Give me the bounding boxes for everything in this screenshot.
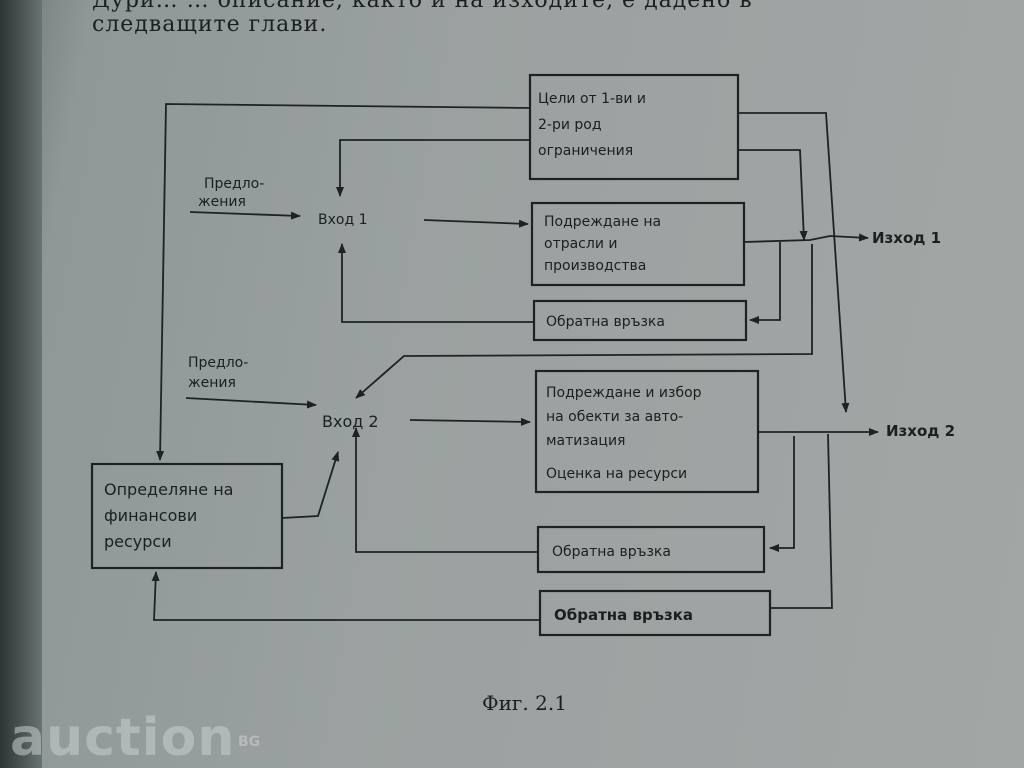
feedback-2-label: Обратна връзка xyxy=(552,544,671,560)
goals-box xyxy=(528,73,740,181)
feedback-1-label: Обратна връзка xyxy=(546,314,665,330)
proposals-1-line-2: жения xyxy=(198,194,246,210)
body-text-line-1: Дури… … описание, както и на изходите, е… xyxy=(92,0,753,13)
arrow-proposals-2 xyxy=(185,397,317,409)
financial-line-2: финансови xyxy=(104,506,197,525)
input-2-label: Вход 2 xyxy=(322,412,379,431)
resource-assessment-label: Оценка на ресурси xyxy=(546,466,687,482)
arrow-proposals-1 xyxy=(189,211,301,220)
goals-line-3: ограничения xyxy=(538,143,633,159)
financial-resources-box xyxy=(90,462,284,570)
feedback-box-3 xyxy=(538,589,772,637)
arrow-input1-to-ordering xyxy=(423,219,529,228)
body-text-line-2: следващите глави. xyxy=(92,12,328,37)
input-1-label: Вход 1 xyxy=(318,212,368,228)
ordering-branches-box xyxy=(530,201,746,287)
line-to-feedback3 xyxy=(770,433,833,609)
goals-line-1: Цели от 1-ви и xyxy=(538,91,646,107)
arrow-goals-to-input1 xyxy=(336,139,530,197)
selection-line-2: на обекти за авто- xyxy=(546,409,683,425)
output-2-label: Изход 2 xyxy=(886,422,955,440)
goals-line-2: 2-ри род xyxy=(538,117,602,133)
ordering-line-3: производства xyxy=(544,258,646,274)
financial-line-1: Определяне на xyxy=(104,480,233,499)
feedback-box-2 xyxy=(536,525,766,574)
proposals-2-line-1: Предло- xyxy=(188,355,248,371)
book-gutter xyxy=(0,0,42,768)
arrow-goals-to-financial xyxy=(156,103,531,461)
selection-line-3: матизация xyxy=(546,433,625,449)
arrow-feedback3-to-financial xyxy=(151,571,540,621)
proposals-1-line-1: Предло- xyxy=(204,176,264,192)
feedback-box-1 xyxy=(532,299,748,342)
feedback-3-label: Обратна връзка xyxy=(554,606,693,624)
arrow-goals-to-output1 xyxy=(738,149,808,241)
arrow-goals-to-output2 xyxy=(738,112,850,413)
arrow-financial-to-input2 xyxy=(281,451,340,519)
ordering-line-2: отрасли и xyxy=(544,236,617,252)
watermark-suffix: BG xyxy=(238,734,260,750)
output-1-label: Изход 1 xyxy=(872,229,941,247)
figure-caption: Фиг. 2.1 xyxy=(482,691,567,715)
arrow-to-feedback1 xyxy=(749,242,781,324)
arrow-input2-to-selection xyxy=(409,417,531,426)
financial-line-3: ресурси xyxy=(104,532,172,551)
arrow-ordering-to-output1 xyxy=(743,233,869,243)
arrow-feedback2-to-input2 xyxy=(352,427,538,553)
ordering-line-1: Подреждане на xyxy=(544,214,661,230)
proposals-2-line-2: жения xyxy=(188,375,236,391)
selection-line-1: Подреждане и избор xyxy=(546,385,702,401)
arrow-feedback1-to-input1 xyxy=(338,243,534,323)
watermark-logo: auction xyxy=(10,708,235,768)
arrow-to-feedback2 xyxy=(769,436,795,552)
arrow-output1-to-input2 xyxy=(355,244,813,399)
